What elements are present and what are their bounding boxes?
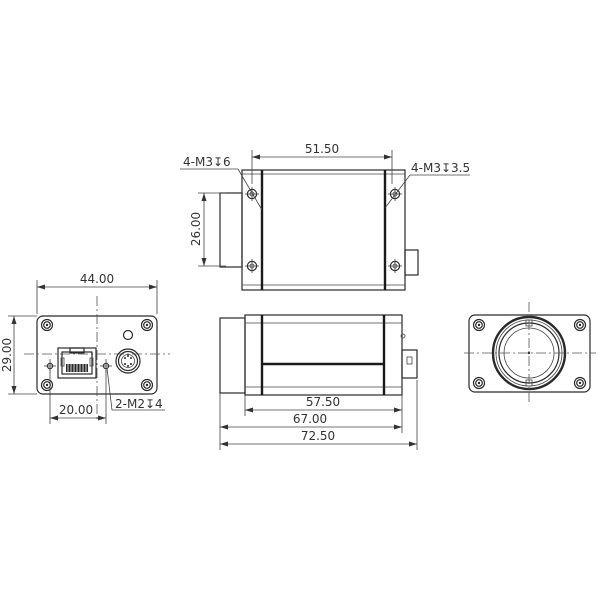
screw-icon bbox=[140, 378, 154, 392]
dim-side-body: 57.50 bbox=[306, 395, 340, 409]
circular-io-connector-icon bbox=[115, 348, 141, 374]
dim-back-height: 29.00 bbox=[0, 338, 14, 372]
dim-back-width: 44.00 bbox=[80, 272, 114, 286]
screw-icon bbox=[244, 186, 260, 202]
callout-right-thread: 4-M3↧3.5 bbox=[411, 161, 470, 175]
front-body-outline bbox=[468, 314, 591, 393]
callout-back-thread: 2-M2↧4 bbox=[115, 397, 163, 411]
back-view: 44.00 29.00 20.00 2-M2↧4 bbox=[0, 272, 170, 424]
dim-back-offset: 20.00 bbox=[59, 403, 93, 417]
top-body-outline bbox=[241, 169, 406, 291]
dim-side-mid: 67.00 bbox=[293, 412, 327, 426]
lens-protrusion bbox=[219, 192, 243, 268]
screw-icon bbox=[472, 318, 486, 332]
side-view: 57.50 67.00 72.50 bbox=[219, 314, 418, 450]
side-body-outline bbox=[244, 314, 403, 396]
front-lens-view bbox=[464, 302, 596, 402]
dim-top-height: 26.00 bbox=[189, 212, 203, 246]
screw-icon bbox=[40, 318, 54, 332]
screw-icon bbox=[244, 258, 260, 274]
screw-icon bbox=[573, 318, 587, 332]
top-view: 51.50 26.00 4-M3↧6 4-M3↧3.5 bbox=[180, 142, 470, 291]
screw-icon bbox=[472, 376, 486, 390]
screw-icon bbox=[573, 376, 587, 390]
dim-side-total: 72.50 bbox=[301, 429, 335, 443]
top-connector bbox=[404, 249, 419, 276]
dim-top-width: 51.50 bbox=[305, 142, 339, 156]
rj45-ethernet-port-icon bbox=[57, 347, 97, 379]
led-indicator-icon bbox=[122, 329, 134, 341]
callout-left-thread: 4-M3↧6 bbox=[183, 155, 231, 169]
screw-icon bbox=[140, 318, 154, 332]
screw-icon bbox=[387, 186, 403, 202]
screw-icon bbox=[40, 378, 54, 392]
side-lens-protrusion bbox=[219, 317, 246, 394]
side-connector bbox=[401, 349, 418, 379]
screw-icon bbox=[387, 258, 403, 274]
